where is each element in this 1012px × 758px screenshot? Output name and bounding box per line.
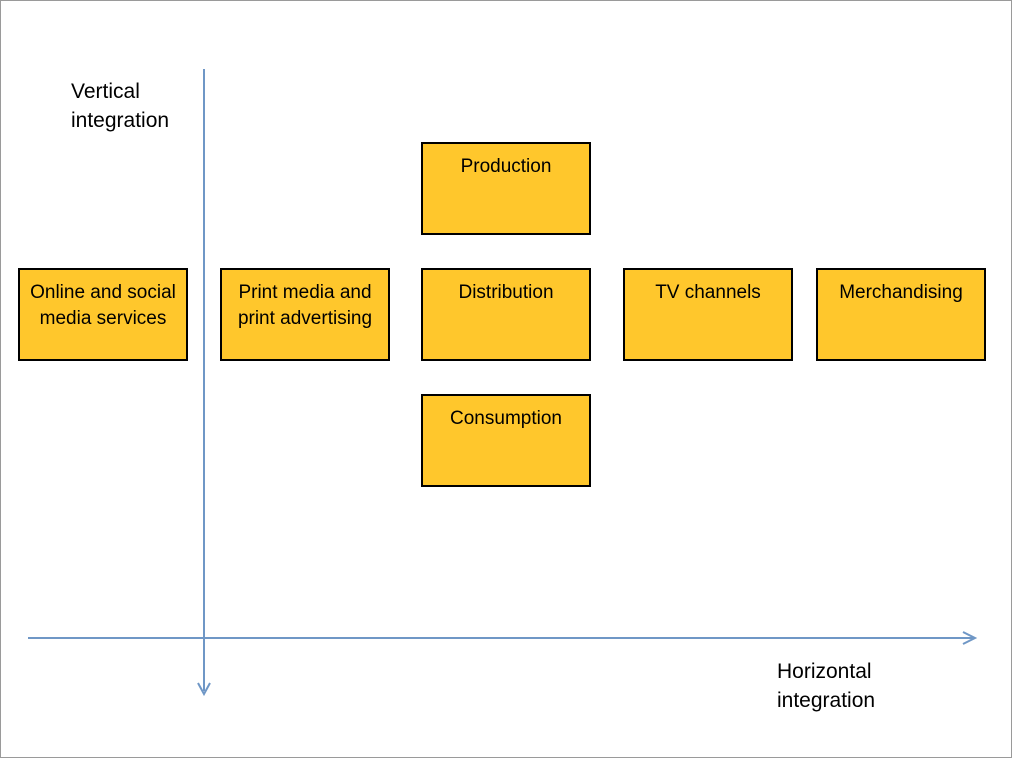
print-media-box: Print media and print advertising [220, 268, 390, 361]
production-box: Production [421, 142, 591, 235]
online-social-media-box: Online and social media services [18, 268, 188, 361]
tv-channels-box: TV channels [623, 268, 793, 361]
online-social-media-label: Online and social media services [30, 282, 176, 329]
merchandising-label: Merchandising [839, 282, 963, 303]
distribution-box: Distribution [421, 268, 591, 361]
distribution-label: Distribution [458, 282, 554, 303]
consumption-label: Consumption [450, 408, 562, 429]
consumption-box: Consumption [421, 394, 591, 487]
vertical-axis-arrowhead [197, 682, 211, 697]
print-media-label: Print media and print advertising [237, 282, 373, 329]
tv-channels-label: TV channels [655, 282, 761, 303]
production-label: Production [460, 156, 552, 177]
vertical-axis-label: Vertical integration [71, 80, 170, 132]
horizontal-axis-arrowhead [962, 631, 978, 645]
horizontal-axis-label: Horizontal integration [777, 660, 876, 712]
merchandising-box: Merchandising [816, 268, 986, 361]
